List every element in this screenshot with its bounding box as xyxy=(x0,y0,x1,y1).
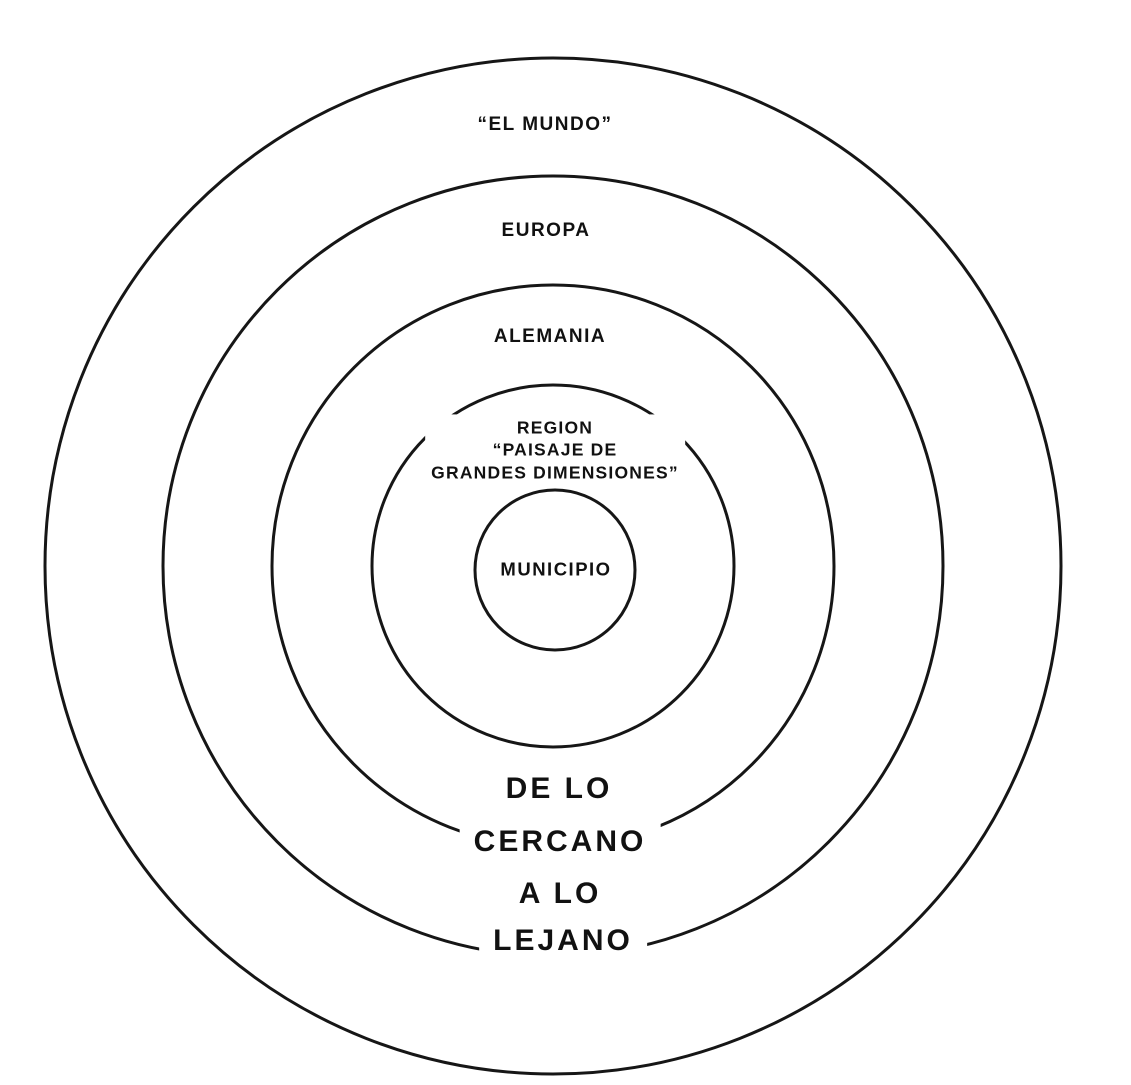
label-region-line2: “PAISAJE DE xyxy=(492,439,618,460)
caption-de-lo: DE LO xyxy=(491,768,627,810)
label-el-mundo: “EL MUNDO” xyxy=(467,112,623,138)
caption-lejano: LEJANO xyxy=(479,920,647,962)
label-alemania: ALEMANIA xyxy=(483,324,617,350)
caption-a-lo: A LO xyxy=(504,873,616,915)
label-region: REGION “PAISAJE DE GRANDES DIMENSIONES” xyxy=(425,414,685,486)
caption-cercano: CERCANO xyxy=(459,821,661,863)
label-region-line3: GRANDES DIMENSIONES” xyxy=(431,462,679,483)
circle-el-mundo xyxy=(43,56,1063,1076)
label-municipio: MUNICIPIO xyxy=(490,556,622,582)
label-region-line1: REGION xyxy=(516,417,594,438)
circle-municipio xyxy=(473,488,637,652)
label-europa: EUROPA xyxy=(491,218,601,244)
circle-region xyxy=(370,383,736,749)
